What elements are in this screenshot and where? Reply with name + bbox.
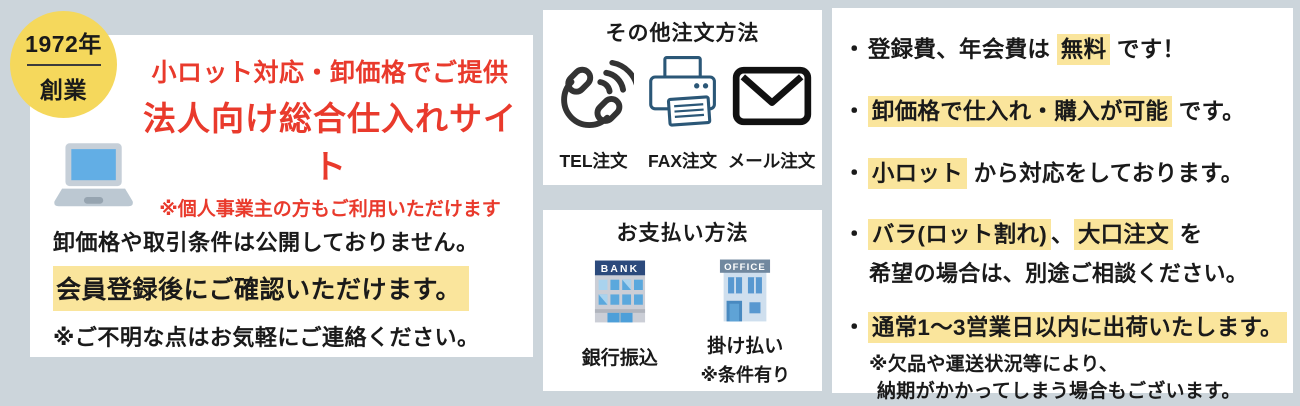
payment-methods-box: お支払い方法 BANK xyxy=(543,210,822,391)
info-line-1: 卸価格や取引条件は公開しておりません。 xyxy=(53,230,479,255)
payment-methods-title: お支払い方法 xyxy=(616,222,749,245)
order-methods-box: その他注文方法 TEL注文 xyxy=(543,10,822,185)
payment-method-bank: BANK 銀行振込 xyxy=(561,255,679,370)
hero-subtitle: 小ロット対応・卸価格でご提供 xyxy=(151,59,509,87)
shipping-note-line1: ※欠品や運送状況等により、 xyxy=(869,354,1119,376)
phone-icon xyxy=(554,53,634,139)
order-method-tel: TEL注文 xyxy=(549,53,638,173)
feature-text: から対応をしております。 xyxy=(967,160,1244,186)
founded-badge: 1972年 創業 xyxy=(10,11,117,118)
order-method-mail: メール注文 xyxy=(727,53,816,173)
feature-highlight: 卸価格で仕入れ・購入が可能 xyxy=(867,95,1173,127)
hero-text-block: 小ロット対応・卸価格でご提供 法人向け総合仕入れサイト ※個人事業主の方もご利用… xyxy=(132,53,528,221)
feature-shipping-note: ※欠品や運送状況等により、 納期がかかってしまう場合もございます。 xyxy=(869,352,1293,406)
info-line-2-highlight: 会員登録後にご確認いただけます。 xyxy=(53,266,470,311)
feature-bullet-small-lot: ・小ロット から対応をしております。 xyxy=(843,157,1293,191)
order-methods-title: その他注文方法 xyxy=(605,22,760,45)
bank-icon: BANK xyxy=(592,255,648,325)
founded-label: 創業 xyxy=(40,76,87,103)
feature-bullet-wholesale: ・卸価格で仕入れ・購入が可能 です。 xyxy=(843,95,1293,129)
bullet-dot: ・ xyxy=(843,222,866,248)
feature-highlight: 無料 xyxy=(1056,34,1111,65)
feature-highlight: 通常1〜3営業日以内に出荷いたします。 xyxy=(867,311,1287,343)
fax-icon xyxy=(640,53,726,139)
badge-divider xyxy=(26,63,101,66)
feature-text: 、 xyxy=(1051,222,1074,248)
order-method-fax: FAX注文 xyxy=(638,53,727,173)
laptop-icon xyxy=(52,137,136,215)
mail-icon xyxy=(732,53,812,139)
bullet-dot: ・ xyxy=(843,160,866,186)
feature-text: 登録費、年会費は xyxy=(867,37,1057,62)
features-panel: ・登録費、年会費は 無料 です！ ・卸価格で仕入れ・購入が可能 です。 ・小ロッ… xyxy=(832,8,1293,402)
office-sign-text: OFFICE xyxy=(724,262,766,273)
payment-note-deferred: ※条件有り xyxy=(700,365,791,385)
order-method-label-tel: TEL注文 xyxy=(559,151,628,171)
membership-info: 卸価格や取引条件は公開しておりません。 会員登録後にご確認いただけます。 ※ご不… xyxy=(53,225,479,361)
feature-highlight: 大口注文 xyxy=(1073,219,1174,251)
bank-sign-text: BANK xyxy=(600,264,639,275)
hero-panel: 小ロット対応・卸価格でご提供 法人向け総合仕入れサイト ※個人事業主の方もご利用… xyxy=(30,35,533,357)
founded-year: 1972年 xyxy=(25,30,102,57)
feature-text: を xyxy=(1173,222,1203,248)
feature-highlight: 小ロット xyxy=(867,157,968,189)
info-line-3: ※ご不明な点はお気軽にご連絡ください。 xyxy=(53,325,480,350)
order-method-label-fax: FAX注文 xyxy=(647,151,718,171)
feature-bullet-fees: ・登録費、年会費は 無料 です！ xyxy=(843,33,1293,67)
shipping-note-line2: 納期がかかってしまう場合もございます。 xyxy=(877,381,1241,403)
payment-label-bank: 銀行振込 xyxy=(581,348,658,369)
feature-highlight: バラ(ロット割れ) xyxy=(867,219,1051,251)
payment-method-deferred: OFFICE 掛け払い ※条件有り xyxy=(686,255,804,387)
bullet-dot: ・ xyxy=(843,314,866,340)
bullet-dot: ・ xyxy=(843,98,866,124)
bullet-dot: ・ xyxy=(843,37,866,62)
feature-bullet-bulk: ・バラ(ロット割れ)、大口注文 を 希望の場合は、別途ご相談ください。 xyxy=(843,218,1293,288)
payment-label-deferred: 掛け払い xyxy=(707,336,784,357)
feature-text: です。 xyxy=(1172,98,1245,124)
feature-bullet-shipping: ・通常1〜3営業日以内に出荷いたします。 ※欠品や運送状況等により、 納期がかか… xyxy=(843,311,1293,406)
office-icon: OFFICE xyxy=(717,255,773,325)
page-title: 法人向け総合仕入れサイト xyxy=(143,100,517,185)
order-method-label-mail: メール注文 xyxy=(727,151,816,171)
hero-note: ※個人事業主の方もご利用いただけます xyxy=(159,199,501,220)
feature-text: です！ xyxy=(1110,37,1186,62)
feature-bullet-bulk-line2: 希望の場合は、別途ご相談ください。 xyxy=(869,261,1249,286)
